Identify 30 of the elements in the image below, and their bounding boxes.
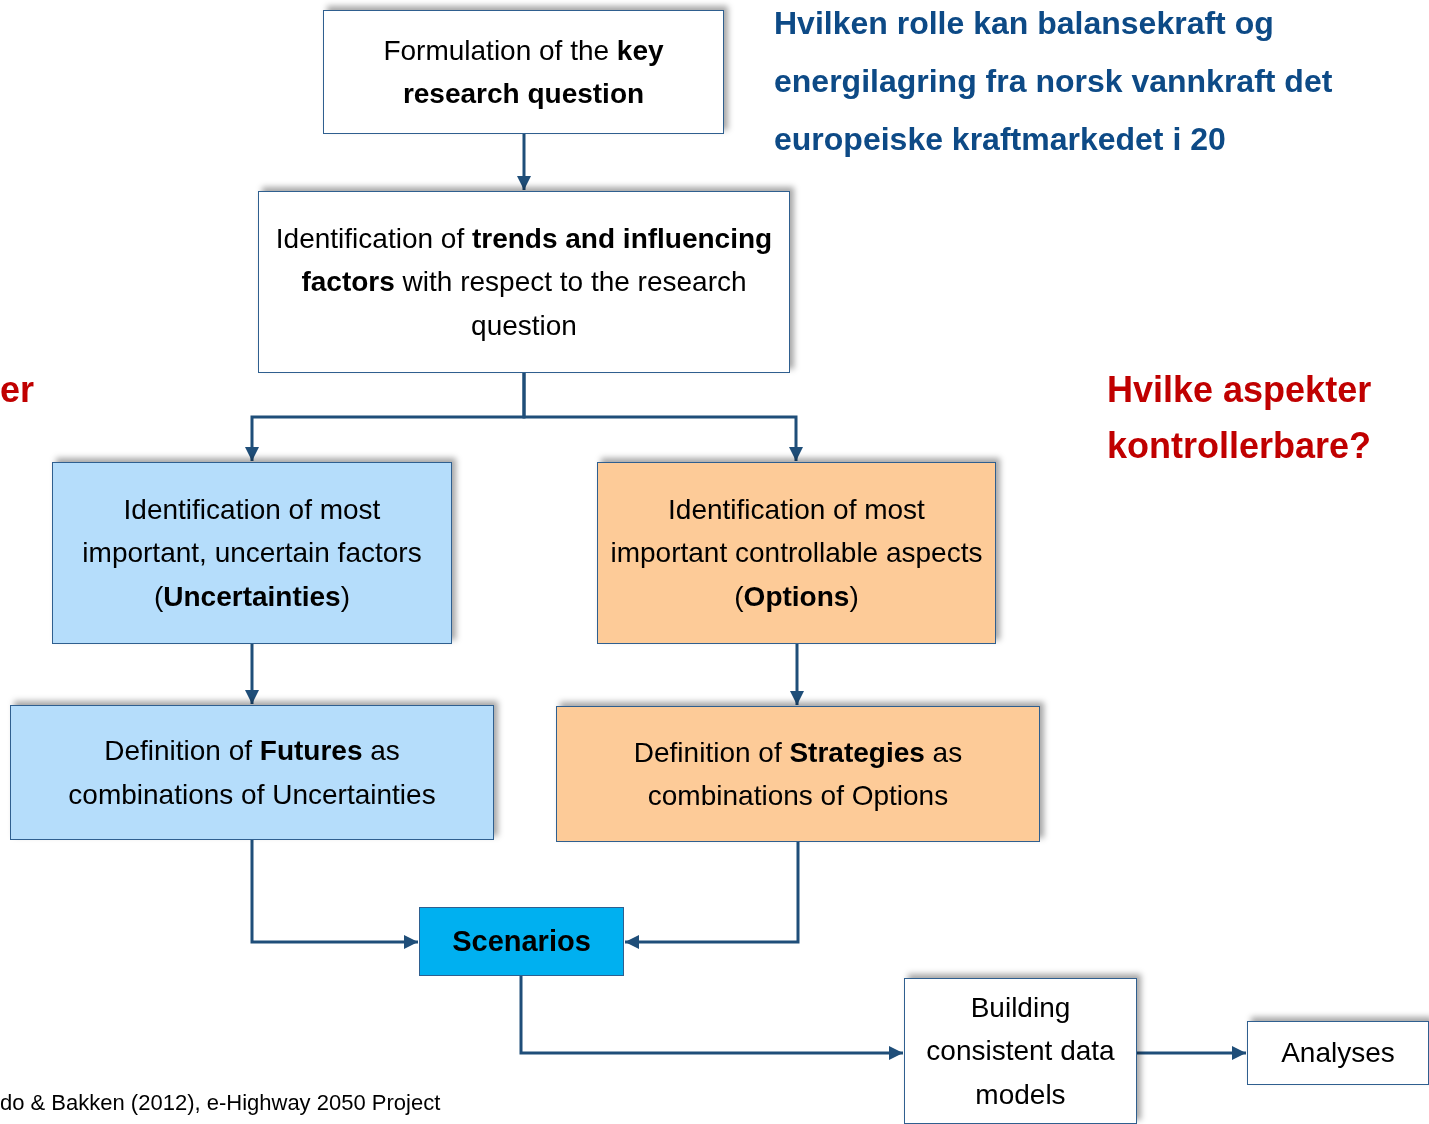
process-box (258, 191, 790, 373)
arrow (517, 134, 531, 190)
arrow (790, 644, 804, 705)
box-text: Identification of most important controllable aspects (Options) (609, 492, 984, 614)
process-box (52, 462, 452, 644)
box-text: Definition of Futures as combinations of Uncertainties (67, 734, 437, 812)
process-box (556, 706, 1040, 842)
source-note: do & Bakken (2012), e-Highway 2050 Project (0, 1090, 441, 1116)
box-text: Identification of most important, uncertain factors (Uncertainties) (81, 492, 423, 614)
scenario-box (419, 907, 624, 976)
arrow (519, 976, 903, 1060)
arrow (245, 644, 259, 704)
process-box (323, 10, 724, 134)
box-text: Definition of Strategies as combinations of Options (632, 735, 964, 813)
box-text: Building consistent data models (925, 990, 1116, 1112)
arrow (250, 840, 418, 949)
box-text: Scenarios (451, 924, 592, 960)
box-text: Analyses (1280, 1036, 1396, 1071)
arrow (1137, 1046, 1246, 1060)
heading: Hvilken rolle kan balansekraft og energilagring fra norsk vannkraft det europeiske kraftmarkedet i 20 (774, 4, 1334, 159)
process-box (1247, 1021, 1429, 1085)
box-text: Identification of trends and influencing factors with respect to the research question (274, 221, 774, 343)
arrow (625, 842, 800, 949)
process-box (904, 978, 1137, 1124)
process-box (597, 462, 996, 644)
box-text: Formulation of the key research question (382, 33, 665, 111)
process-box (10, 705, 494, 840)
arrow (522, 373, 803, 461)
question-text: er (0, 368, 36, 412)
question-text: Hvilke aspekter kontrollerbare? (1107, 368, 1373, 468)
